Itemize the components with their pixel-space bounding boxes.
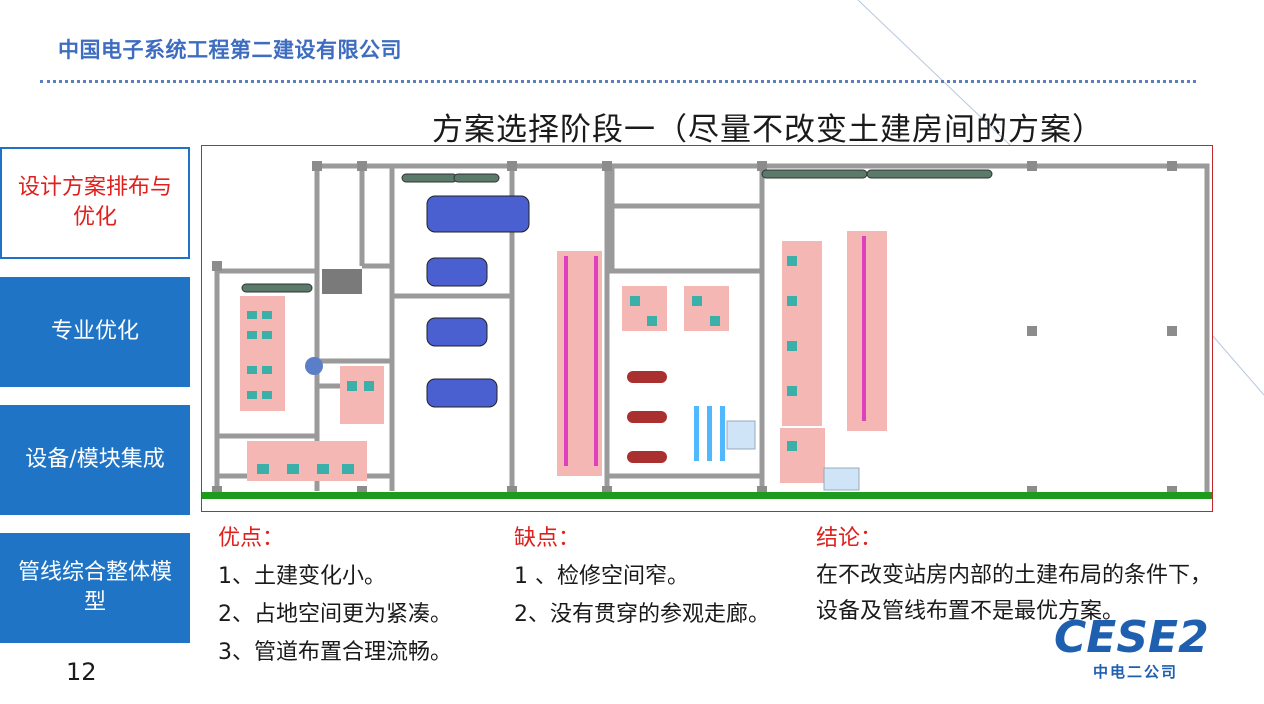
logo-brand-text: CESE2 [1054, 612, 1209, 660]
pros-item: 2、占地空间更为紧凑。 [218, 602, 452, 627]
sidebar-item-label: 设计方案排布与优化 [17, 175, 172, 230]
conclusion-text: 在不改变站房内部的土建布局的条件下，设备及管线布置不是最优方案。 [816, 563, 1213, 624]
pros-section: 优点： 1、土建变化小。 2、占地空间更为紧凑。 3、管道布置合理流畅。 [218, 520, 452, 666]
company-logo: CESE2 [1054, 612, 1209, 660]
header-divider [40, 80, 1196, 83]
cons-section: 缺点： 1 、检修空间窄。 2、没有贯穿的参观走廊。 [514, 520, 770, 628]
sidebar-item-label: 专业优化 [50, 319, 139, 344]
pros-title: 优点： [218, 526, 285, 551]
logo-subtitle: 中电二公司 [1093, 663, 1179, 681]
sidebar-item-label: 管线综合整体模型 [17, 560, 172, 615]
pros-item: 1、土建变化小。 [218, 564, 386, 589]
sidebar-item-label: 设备/模块集成 [25, 447, 165, 472]
sidebar-item-pipeline-model[interactable]: 管线综合整体模型 [0, 533, 190, 643]
cons-title: 缺点： [514, 526, 581, 551]
floor-plan-image [201, 145, 1213, 512]
page-number: 12 [66, 658, 97, 686]
slide-title: 方案选择阶段一（尽量不改变土建房间的方案） [432, 112, 1104, 148]
sidebar-item-design-layout[interactable]: 设计方案排布与优化 [0, 147, 190, 259]
company-name: 中国电子系统工程第二建设有限公司 [58, 38, 402, 62]
sidebar-item-equipment-integration[interactable]: 设备/模块集成 [0, 405, 190, 515]
pros-item: 3、管道布置合理流畅。 [218, 640, 452, 665]
cons-item: 1 、检修空间窄。 [514, 564, 689, 589]
cons-item: 2、没有贯穿的参观走廊。 [514, 602, 770, 627]
conclusion-title: 结论： [816, 526, 883, 551]
sidebar-item-discipline-optimization[interactable]: 专业优化 [0, 277, 190, 387]
conclusion-section: 结论： 在不改变站房内部的土建布局的条件下，设备及管线布置不是最优方案。 [816, 520, 1216, 630]
